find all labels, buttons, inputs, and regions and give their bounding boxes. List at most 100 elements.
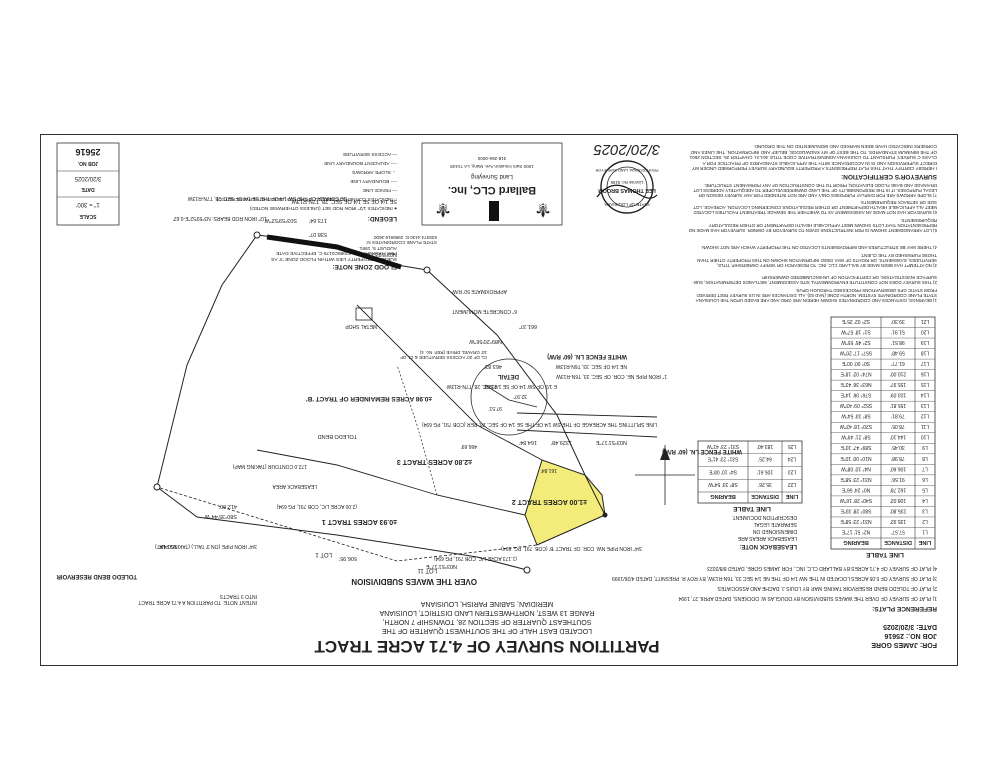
lt2-cell: S4° 10' 08"E [708,468,737,474]
label-intent-wrap: INTENT NOTE: TO PARTITION A 4.71 ACRE TR… [138,593,257,605]
survey-map: OVER THE WAVES SUBDIVISION LOT 11 LOT 1 … [56,195,742,605]
lt1-cell: 144.10' [890,434,906,440]
lt1-cell: N10° 00' 10"E [840,455,872,461]
label-iron-pipe-a: 3/4" IRON PIPE NW. COR. OF TRACT 'B' (CO… [501,545,642,551]
seal-state: STATE OF LOUISIANA [604,202,650,207]
company-address: 1000 Sam Houston Ave. Many, LA 71449 [450,164,534,169]
subtitle-line-3: RANGE 13 WEST, NORTHWESTERN LAND DISTRIC… [379,609,594,616]
label-metal-shop: METAL SHOP [345,323,377,329]
lt1-cell: L21 [921,318,930,324]
lt1-cell: L6 [922,476,928,482]
label-ne-sec-33: NE 1/4 OF SEC. 33, T6N-R13W [555,363,627,369]
lt1-cell: S80° 28' 33"E [840,507,872,513]
legend-item: ● INDICATES 1/2" IRON ROD SET (UNLESS OT… [249,205,397,211]
fleur-de-lis-icon-right: ⚜ [434,198,452,220]
certification-block: SURVEYOR'S CERTIFICATION: I HEREBY CERTI… [689,144,937,180]
label-acreage-173: (1.173 ACRE L/C, COB 791, PG 694) [434,555,517,561]
label-sec-33: SE 1/4 OF SE 1/4 OF SEC. 28, T7N-R13W [291,198,397,204]
lt1-cell: 51.91' [891,328,905,334]
lt1-cell: 162.78' [890,486,906,492]
reference-plat-3: 3) PLAT OF SURVEY OF 5.05 ACRES LOCATED … [612,575,937,581]
lt1-cell: N0° 24' 56"E [841,486,870,492]
logo-mark [489,201,499,221]
reference-plats: REFERENCE PLATS: 1) PLAT OF SURVEY OF OV… [612,565,937,612]
lt1-cell: 57.57' [891,528,905,534]
lt1-cell: L4 [922,497,928,503]
label-lot-1: LOT 1 [315,551,332,557]
lt1-cell: 135.92' [890,518,906,524]
lt1-cell: L10 [921,434,930,440]
split-line [516,429,658,438]
label-dist-bottom: 538.07' [309,231,327,237]
header-block: FOR: JAMES GORE JOB NO.: 25616 DATE: 3/2… [871,623,937,648]
lt2-cell: 35.26' [758,481,772,487]
label-bearing-left: N03°51'17"E [595,439,627,445]
boundary-line [156,486,606,562]
lt2-cell: L25 [788,443,797,449]
label-iron-rod: 1/2" IRON ROD BEARS: N3°59'52"E-0.62' [173,215,267,221]
line-table-2: LINE TABLE LINE DISTANCE BEARING L2235.2… [697,440,803,512]
reference-plat-4: 4) PLAT OF SURVEY OF 4.71 ACRES BY BALLA… [707,565,937,571]
lt1-cell: 78.05' [891,423,905,429]
scale-value: 1" = 300' [76,201,99,207]
lt1-cell: S52° 09' 43"W [840,402,873,408]
lt1-cell: 30.45' [891,444,905,450]
company-name: Ballard CLC, Inc. [448,184,536,196]
lt1-cell: L14 [921,392,930,398]
lt2-cell: S8° 33' 54"W [708,481,738,487]
legend-block: LEGEND: ● INDICATES 1/2" IRON ROD SET (U… [216,151,397,222]
header-for: FOR: JAMES GORE [871,641,937,648]
label-concrete-mon: 6" CONCRETE MONUMENT [452,308,517,314]
lt1-cell: L9 [922,444,928,450]
lt1-cell: L8 [922,455,928,461]
lt1-cell: 155.81' [890,402,906,408]
lt1-cell: N31° 23' 58"E [840,476,872,482]
label-toledo-bend: TOLEDO BEND RESERVOIR [56,573,137,579]
lt1-cell: L15 [921,381,930,387]
header-job: JOB NO.: 25616 [884,632,937,639]
lt1-cell: 39.30' [891,318,905,324]
reference-plat-1: 1) PLAT OF SURVEY OF OVER THE WAVES SUBD… [678,595,937,601]
company-phone: 318-256-0000 [477,156,506,161]
lt2-cell: 105.61' [757,468,773,474]
lt2-header-bearing: BEARING [710,493,735,499]
lt1-cell: L5 [922,486,928,492]
lt1-cell: 78.98' [891,455,905,461]
lt1-cell: S76° 06' 14"E [840,392,872,398]
note-item: 2) THIS SURVEY DOES NOT CONSTITUTE ENVIR… [692,275,937,286]
lt1-cell: S2° 45' 55"W [841,339,871,345]
certification-text: I HEREBY CERTIFY THAT THIS PLAT REPRESEN… [689,144,937,171]
lt1-cell: 98.51' [891,339,905,345]
date-value: 3/20/2025 [74,175,101,181]
subtitle-line-1: LOCATED EAST HALF OF THE SOUTHWEST QUART… [382,627,592,634]
page-title: PARTITION SURVEY OF 4.71 ACRE TRACT [314,637,660,656]
label-white-fence: WHITE FENCE LN. (60' R/W) [662,448,742,454]
survey-drawing: FOR: JAMES GORE JOB NO.: 25616 DATE: 3/2… [56,141,937,656]
label-dist-463: 463.83' [484,363,502,369]
legend-title: LEGEND: [368,215,397,222]
label-acreage-2: (2.00 ACRE L/C, COB 791, PG 694) [276,503,357,509]
boundary-east [156,234,258,488]
lt2-cell: L24 [788,456,797,462]
legend-item: ---- ADJACENT BOUNDARY LINE [324,160,397,166]
label-state-plane-wrap: STATE PLANE COORDINATES N: 539374.4430 E… [366,235,437,245]
label-e-half: E 1/2 OF SW 1/4 OF SE 1/4 SEC. 28, T7N-R… [446,383,557,389]
label-intent: INTENT NOTE: TO PARTITION A 4.71 ACRE TR… [138,593,257,605]
label-iron-pipe-c: 3/4" IRON PIPE (ON 3' TALL) (TAKING PLAT… [155,543,257,549]
lt1-cell: 106.60' [890,465,906,471]
fence-line [516,412,658,418]
label-tract-1: ±0.93 ACRES TRACT 1 [322,518,397,525]
lt1-cell: S0° 00' 00"E [841,360,870,366]
lt1-cell: L18 [921,350,930,356]
leaseback-note-line-3: SEPARATE LEGAL [753,521,797,527]
tract-divider-2 [356,304,543,461]
iron-rod-set-icon [602,512,608,518]
label-access: CL OF 20' ACCESS SERVITUDE & CL OF 10' G… [400,349,487,360]
lt1-cell: 91.56' [891,476,905,482]
note-item: 7) SLOPE ARROWS ARE FOR DISPLAY PURPOSES… [693,182,937,198]
corner-found-icon-2 [153,483,161,491]
label-lot-11: LOT 11 [417,567,437,573]
lt1-cell: S2° 02' 25"E [841,318,870,324]
subtitle-line-2: SOUTHEAST QUARTER OF SECTION 28, TOWNSHI… [383,618,592,625]
label-access-wrap: CL OF 20' ACCESS SERVITUDE & CL OF 10' G… [400,349,487,360]
